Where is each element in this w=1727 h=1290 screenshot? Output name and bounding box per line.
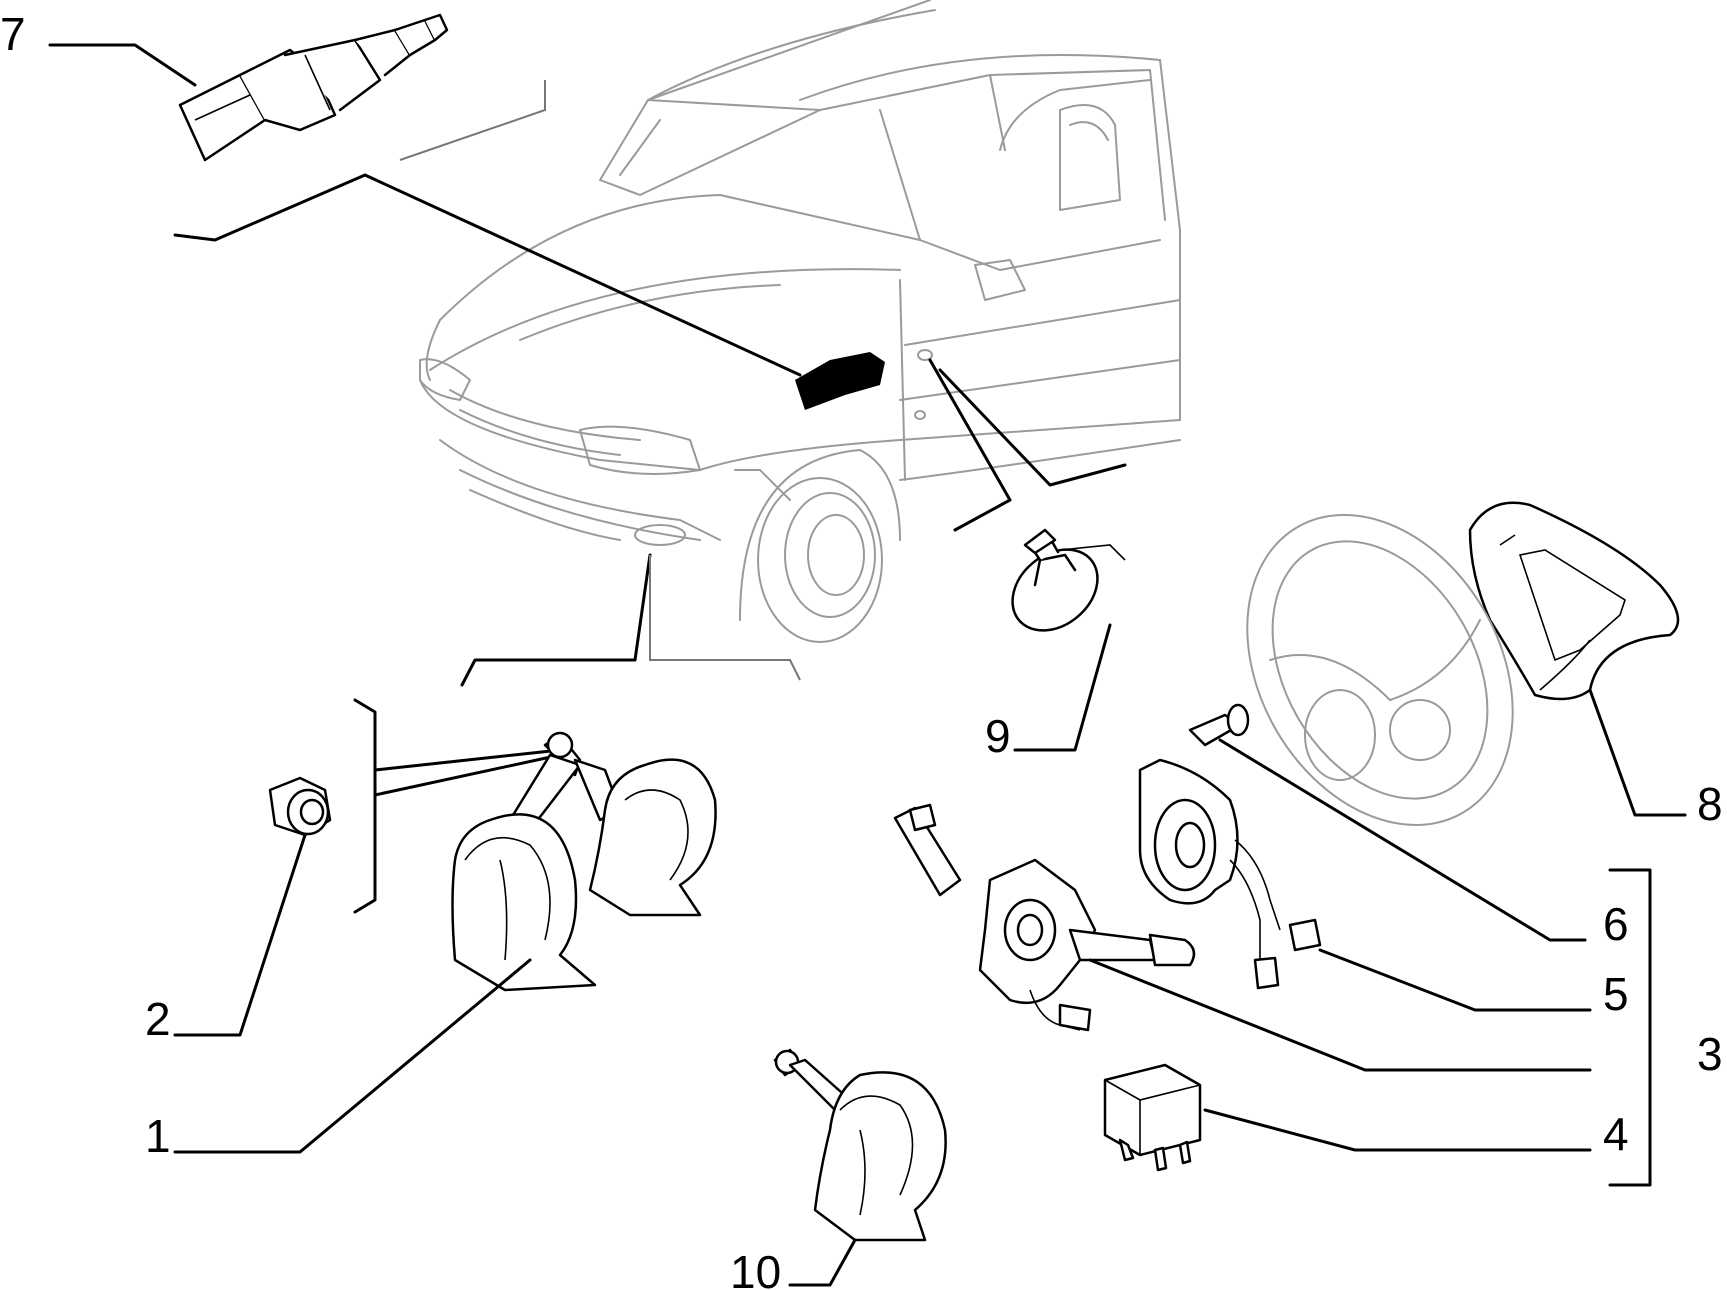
part-8-horn-pad [1468,501,1680,701]
callout-7: 7 [0,8,26,60]
part-7-switch [178,13,449,162]
part-10-horn [773,1048,947,1242]
part-4-relay [1103,1063,1202,1172]
callout-1: 1 [145,1110,171,1162]
part-6-screw [1188,703,1250,747]
part-3-combination-switch [893,803,1196,1032]
callout-3: 3 [1697,1028,1723,1080]
callout-5: 5 [1603,968,1629,1020]
callout-8: 8 [1697,778,1723,830]
callout-2: 2 [145,993,171,1045]
switch-location-marker [795,352,885,410]
part-9-side-repeater [1011,528,1126,632]
part-2-nut [268,776,332,837]
part-1-horns [451,731,717,992]
part-5-clock-spring [1138,758,1322,990]
vehicle-outline [419,0,1181,643]
callout-9: 9 [985,710,1011,762]
callout-4: 4 [1603,1108,1629,1160]
steering-wheel [1246,514,1514,826]
callout-10: 10 [730,1246,781,1290]
callout-6: 6 [1603,898,1629,950]
